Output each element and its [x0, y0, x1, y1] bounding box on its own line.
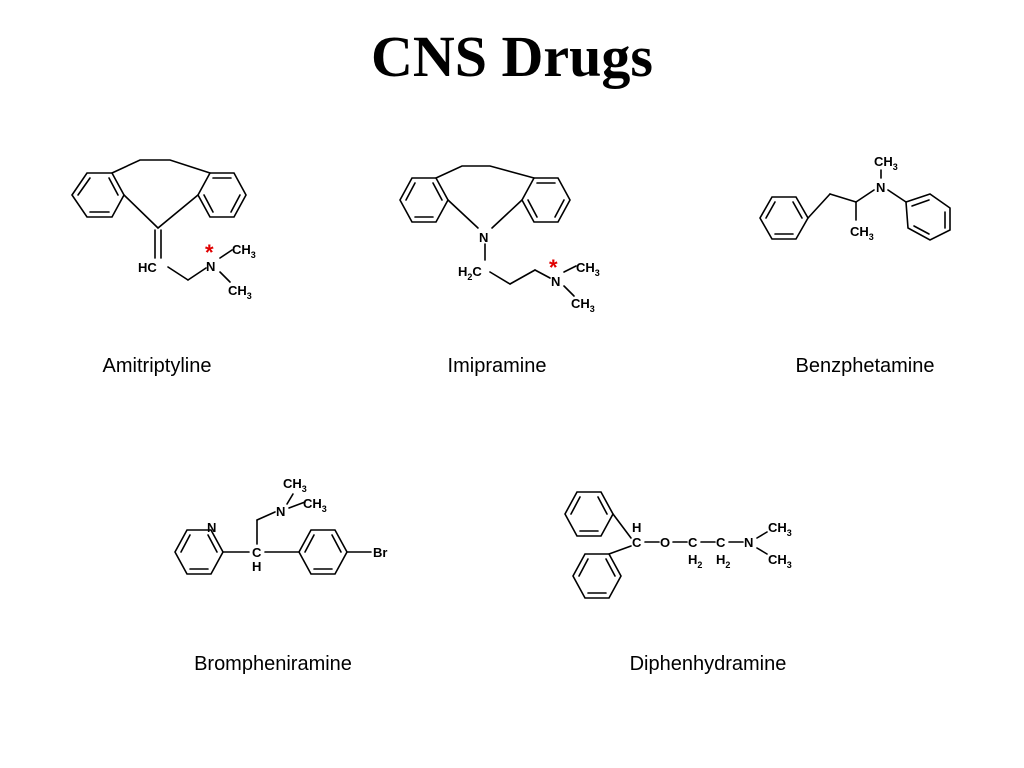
diphenhydramine-structure: H C O C H2 C H2 N CH3 CH3 [564, 491, 792, 599]
brompheniramine-pyridine-n-label: N [207, 520, 216, 535]
diphenhydramine-ch3-bottom-label: CH3 [768, 552, 792, 570]
benzphetamine-ch3-bottom-label: CH3 [850, 224, 874, 242]
chiral-marker-icon: * [205, 240, 214, 265]
amitriptyline-ch3-top-label: CH3 [232, 242, 256, 260]
imipramine-structure: N H2C N CH3 CH3 * [399, 165, 600, 314]
diphenhydramine-c2-label: C [716, 535, 726, 550]
brompheniramine-n-label: N [276, 504, 285, 519]
diphenhydramine-name: Diphenhydramine [629, 653, 787, 675]
brompheniramine-h-label: H [252, 559, 261, 574]
diphenhydramine-c1-label: C [688, 535, 698, 550]
imipramine-ch3-top-label: CH3 [576, 260, 600, 278]
slide-title: CNS Drugs [371, 24, 653, 89]
diphenhydramine-o-label: O [660, 535, 670, 550]
amitriptyline-name: Amitriptyline [102, 355, 212, 377]
diphenhydramine-h2-2-label: H2 [716, 552, 730, 570]
diphenhydramine-c-label: C [632, 535, 642, 550]
benzphetamine-n-label: N [876, 180, 885, 195]
benzphetamine-ch3-top-label: CH3 [874, 154, 898, 172]
imipramine-ch3-bottom-label: CH3 [571, 296, 595, 314]
diphenhydramine-n-label: N [744, 535, 753, 550]
benzphetamine-name: Benzphetamine [795, 355, 935, 377]
brompheniramine-structure: N CH3 N CH3 C H Br [174, 476, 387, 575]
amitriptyline-n-label: N [206, 259, 215, 274]
imipramine-n-label: N [551, 274, 560, 289]
imipramine-h2c-label: H2C [458, 264, 482, 282]
brompheniramine-name: Brompheniramine [194, 653, 352, 675]
chiral-marker-icon: * [549, 255, 558, 280]
brompheniramine-c-label: C [252, 545, 262, 560]
amitriptyline-structure: HC N CH3 CH3 * [71, 159, 256, 301]
benzphetamine-structure: CH3 N CH3 [759, 154, 951, 242]
brompheniramine-ch3-top-label: CH3 [283, 476, 307, 494]
amitriptyline-hc-label: HC [138, 260, 157, 275]
brompheniramine-ch3-bottom-label: CH3 [303, 496, 327, 514]
diphenhydramine-h-label: H [632, 520, 641, 535]
amitriptyline-ch3-bottom-label: CH3 [228, 283, 252, 301]
diphenhydramine-h2-1-label: H2 [688, 552, 702, 570]
brompheniramine-br-label: Br [373, 545, 387, 560]
imipramine-ring-n-label: N [479, 230, 488, 245]
diphenhydramine-ch3-top-label: CH3 [768, 520, 792, 538]
imipramine-name: Imipramine [447, 355, 547, 377]
